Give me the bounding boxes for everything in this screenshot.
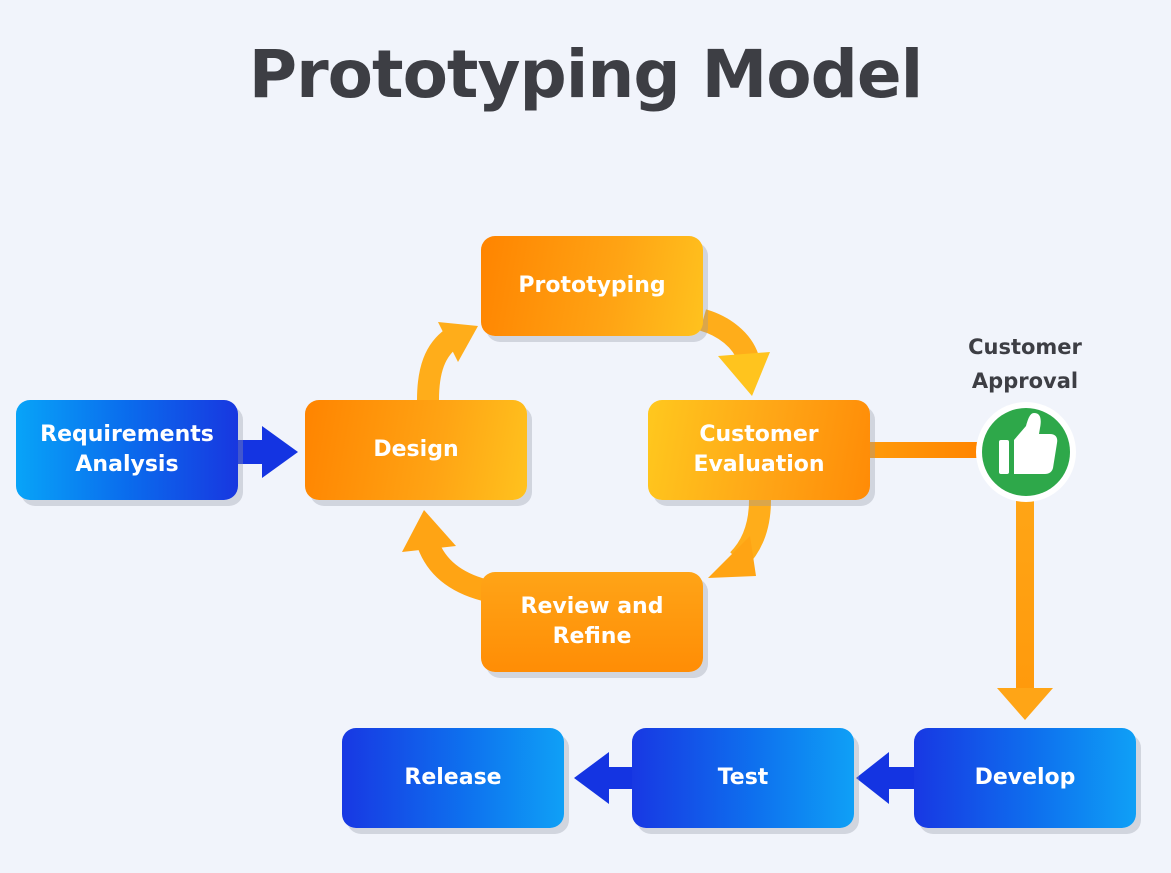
arrow-test-to-release [574,752,636,804]
requirements-analysis-label-line-1: Requirements [40,422,214,447]
customer-evaluation-label-line-2: Evaluation [693,452,825,477]
arrow-requirements-to-design [238,426,298,478]
develop-label: Develop [974,765,1076,790]
release-label: Release [404,765,502,790]
arrow-prototyping-to-evaluation [699,309,770,396]
review-and-refine-box: Review and Refine [481,572,703,672]
diagram-title: Prototyping Model [248,36,923,113]
connector-evaluation-to-approval [870,442,982,458]
thumbs-up-icon [976,402,1076,502]
customer-approval-label-line-2: Approval [971,369,1079,393]
test-box: Test [632,728,854,828]
arrow-develop-to-test [856,752,916,804]
release-box: Release [342,728,564,828]
design-box: Design [305,400,527,500]
arrow-approval-to-develop [997,500,1053,720]
requirements-analysis-box: Requirements Analysis [16,400,238,500]
customer-evaluation-box: Customer Evaluation [648,400,870,500]
customer-evaluation-label-line-1: Customer [699,422,819,447]
customer-approval-label: Customer Approval [945,330,1105,398]
review-and-refine-label-line-2: Refine [552,624,632,649]
arrow-design-to-prototyping [417,322,478,401]
develop-box: Develop [914,728,1136,828]
design-label: Design [373,437,459,462]
prototyping-label: Prototyping [518,273,666,298]
review-and-refine-label-line-1: Review and [520,594,664,619]
prototyping-box: Prototyping [481,236,703,336]
requirements-analysis-label-line-2: Analysis [75,452,179,477]
arrow-review-to-design [402,510,488,601]
customer-approval-label-line-1: Customer [968,335,1082,359]
test-label: Test [717,765,769,790]
arrow-evaluation-to-review [708,499,771,578]
